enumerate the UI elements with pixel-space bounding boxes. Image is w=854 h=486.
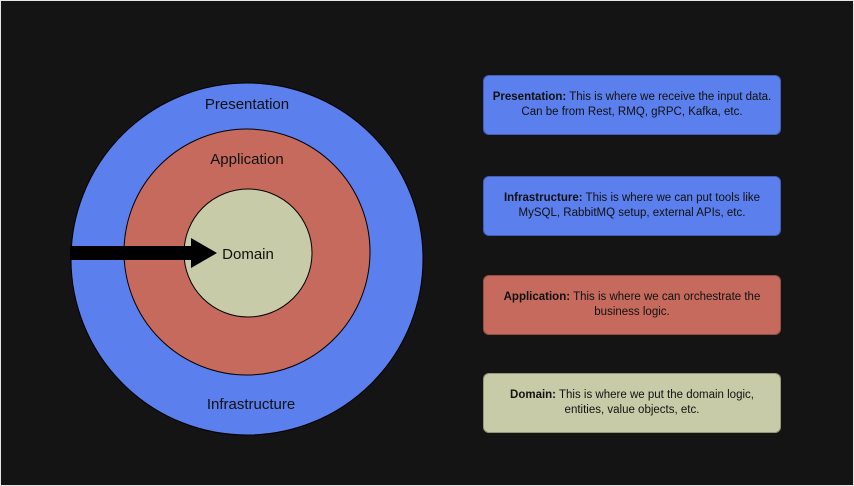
infrastructure-description: Infrastructure: This is where we can put…	[490, 191, 774, 221]
application-text: This is where we can orchestrate the bus…	[570, 291, 761, 318]
presentation-description: Presentation: This is where we receive t…	[490, 90, 774, 120]
presentation-text: This is where we receive the input data.…	[521, 91, 772, 118]
onion-diagram: Presentation Application Domain Infrastr…	[70, 82, 424, 436]
infrastructure-term: Infrastructure:	[503, 192, 583, 204]
domain-text: This is where we put the domain logic, e…	[556, 389, 754, 416]
infrastructure-text: This is where we can put tools like MySQ…	[518, 192, 761, 219]
presentation-ring-label: Presentation	[205, 96, 289, 113]
domain-core-label: Domain	[222, 246, 274, 263]
presentation-description-card: Presentation: This is where we receive t…	[483, 75, 781, 135]
domain-term: Domain:	[510, 389, 557, 401]
domain-description-card: Domain: This is where we put the domain …	[483, 373, 781, 433]
infrastructure-description-card: Infrastructure: This is where we can put…	[483, 176, 781, 236]
application-description-card: Application: This is where we can orches…	[483, 275, 781, 335]
application-description: Application: This is where we can orches…	[490, 290, 774, 320]
arrow-icon	[70, 238, 217, 268]
application-ring-label: Application	[210, 151, 283, 168]
infrastructure-ring-label: Infrastructure	[207, 396, 295, 413]
domain-description: Domain: This is where we put the domain …	[490, 388, 774, 418]
presentation-term: Presentation:	[492, 91, 567, 103]
application-term: Application:	[503, 291, 571, 303]
